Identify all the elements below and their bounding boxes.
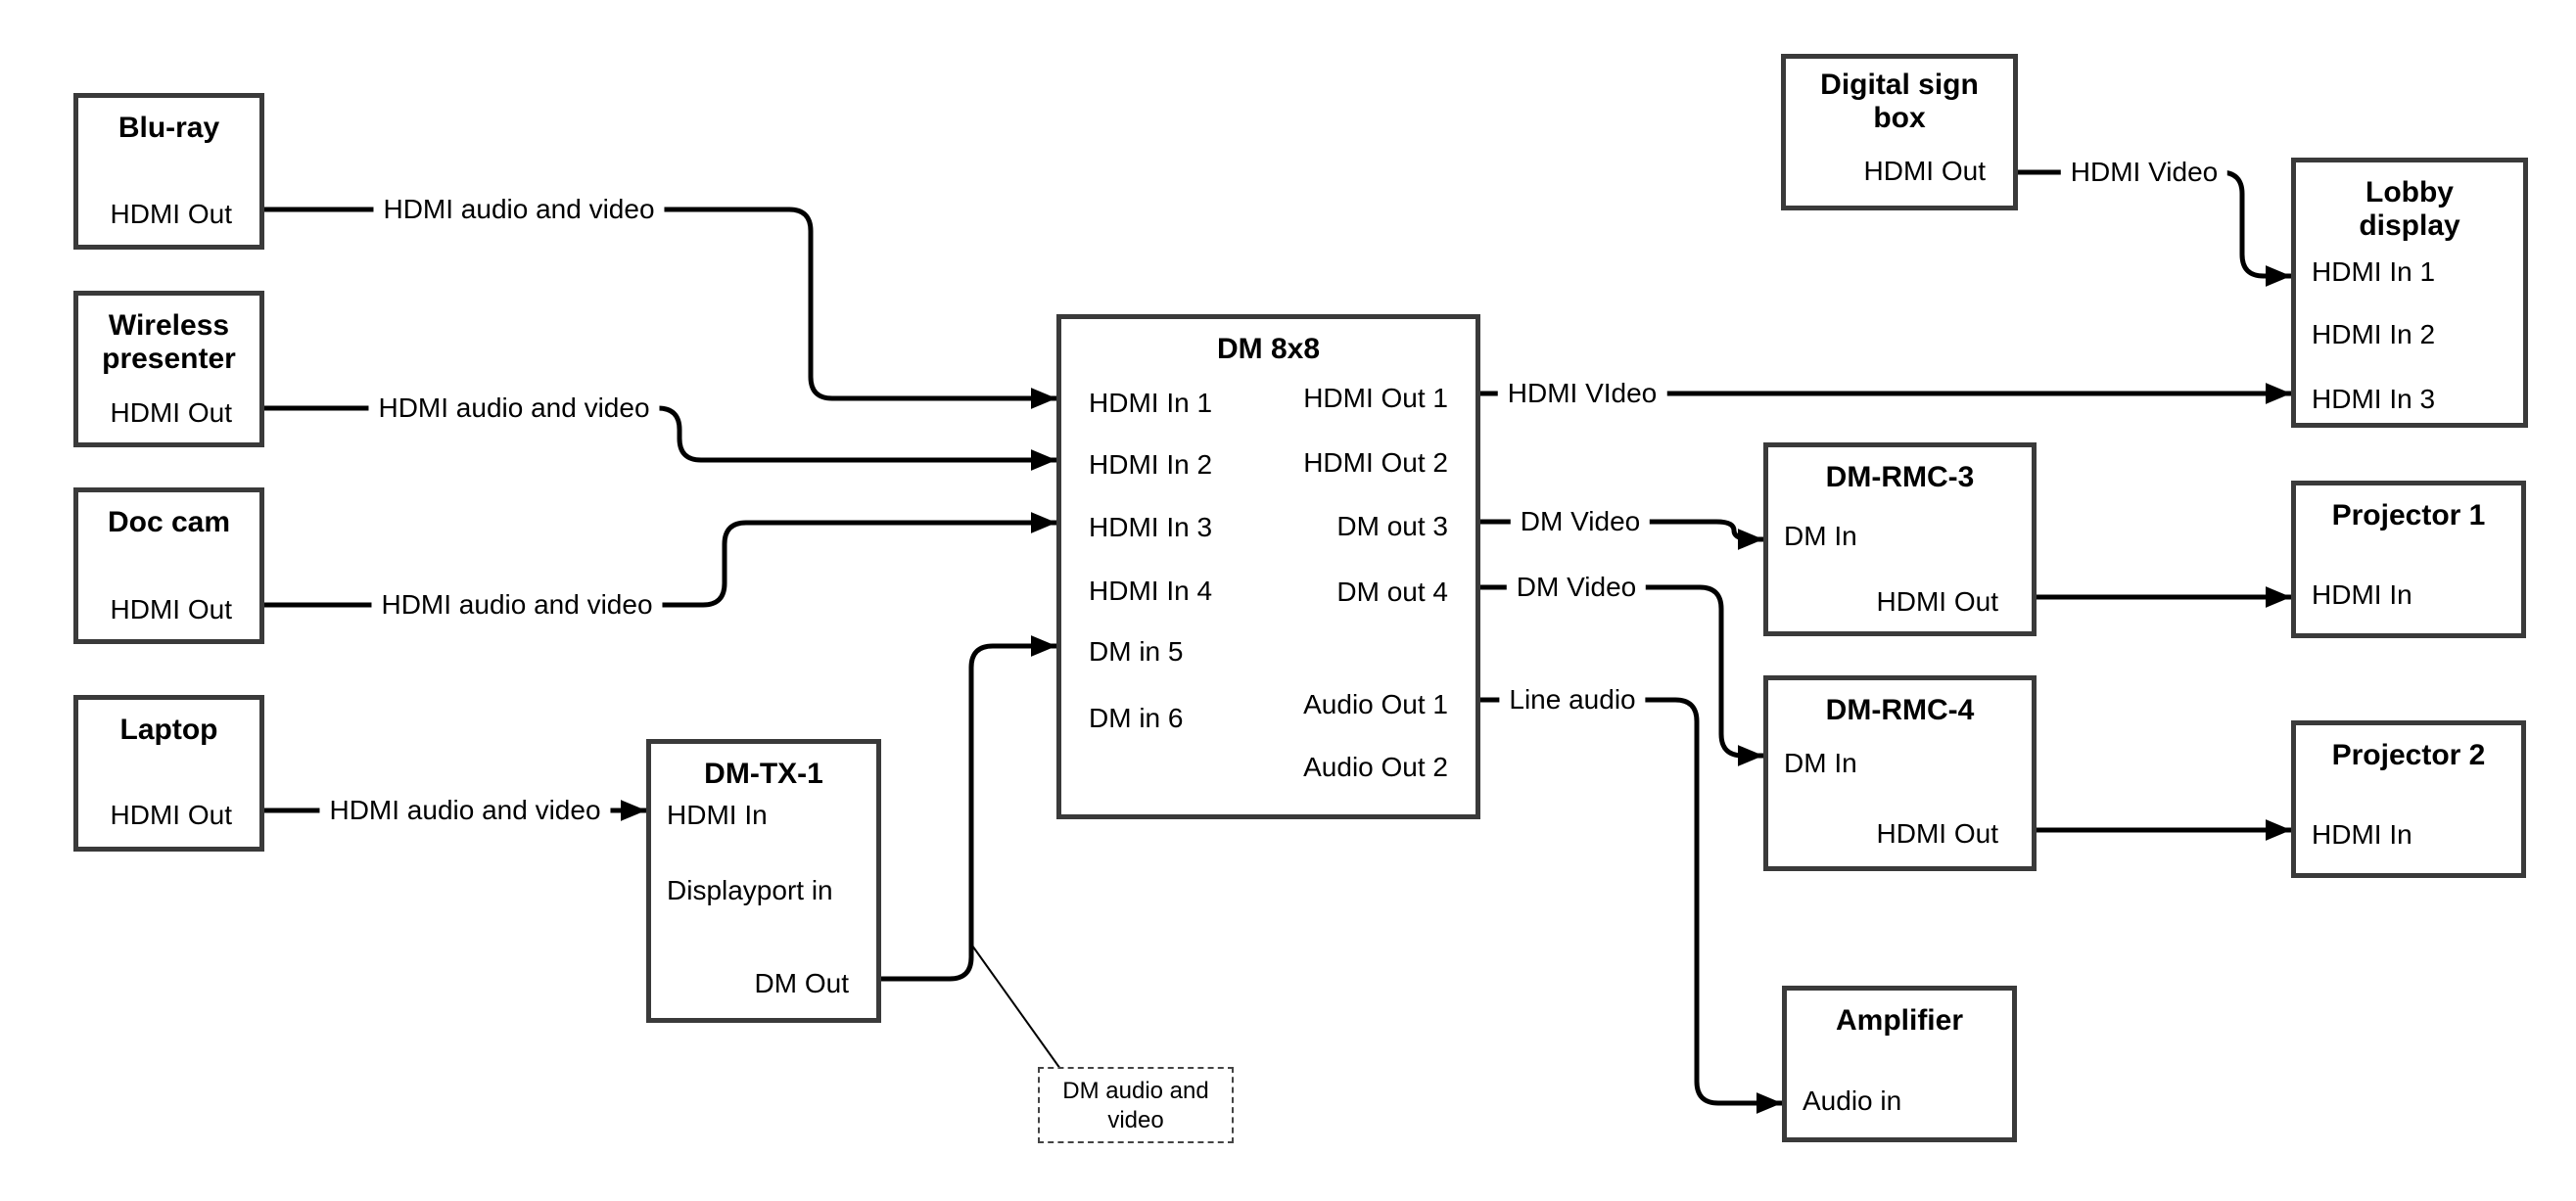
node-digital-sign-box: Digital sign box HDMI Out [1781,54,2018,210]
node-title: Lobby display [2359,176,2460,242]
wire-wireless-to-dm8x8-in2 [264,405,1056,471]
wire-label-hdmi-video-sign: HDMI Video [2060,156,2228,189]
node-projector-2: Projector 2 HDMI In [2291,720,2526,878]
port-displayport-in: Displayport in [667,875,833,905]
port-hdmi-out-1: HDMI Out 1 [1303,383,1448,413]
node-title: DM-RMC-4 [1825,694,1975,726]
port-hdmi-out: HDMI Out [1876,818,1998,849]
wire-dm8x8-out4-to-rmc4 [1480,584,1763,766]
node-dm-8x8: DM 8x8 HDMI In 1 HDMI In 2 HDMI In 3 HDM… [1056,314,1480,819]
port-dm-out-4: DM out 4 [1336,577,1448,607]
port-audio-in: Audio in [1803,1086,1902,1116]
node-title: DM 8x8 [1216,333,1321,365]
node-title: DM-RMC-3 [1825,461,1975,493]
port-hdmi-out: HDMI Out [110,800,232,830]
node-laptop: Laptop HDMI Out [73,695,264,852]
wire-label-dm-video-4: DM Video [1506,571,1647,604]
port-hdmi-in-2: HDMI In 2 [1089,449,1213,480]
node-title: Doc cam [107,506,231,538]
port-hdmi-in-1: HDMI In 1 [2312,256,2436,287]
port-hdmi-in: HDMI In [2312,579,2412,610]
node-title: DM-TX-1 [704,758,823,790]
port-hdmi-in: HDMI In [667,800,768,830]
node-title: Digital sign box [1820,69,1979,134]
wire-label-hdmi-av-1: HDMI audio and video [373,193,665,226]
wire-digitalsign-to-lobby-in1 [2018,169,2291,287]
port-hdmi-out: HDMI Out [110,594,232,624]
port-audio-out-2: Audio Out 2 [1303,752,1448,782]
wire-doccam-to-dm8x8-in3 [264,512,1056,608]
node-dm-rmc-4: DM-RMC-4 DM In HDMI Out [1763,675,2037,871]
port-hdmi-out: HDMI Out [1863,156,1986,186]
port-hdmi-out: HDMI Out [110,199,232,229]
node-doc-cam: Doc cam HDMI Out [73,487,264,644]
port-hdmi-in-3: HDMI In 3 [2312,384,2436,414]
port-audio-out-1: Audio Out 1 [1303,689,1448,719]
wire-label-hdmi-av-3: HDMI audio and video [371,588,663,622]
port-dm-out: DM Out [754,968,849,998]
node-title: Projector 1 [2331,499,2486,531]
port-hdmi-out: HDMI Out [110,397,232,428]
wire-label-hdmi-av-4: HDMI audio and video [319,794,611,827]
wire-dm8x8-audio1-to-amplifier [1480,697,1782,1114]
wire-label-line-audio: Line audio [1499,683,1646,716]
port-dm-out-3: DM out 3 [1336,511,1448,541]
node-title: Wireless presenter [102,309,236,375]
port-hdmi-out-2: HDMI Out 2 [1303,447,1448,478]
port-hdmi-out: HDMI Out [1876,586,1998,617]
port-hdmi-in-3: HDMI In 3 [1089,512,1213,542]
wire-label-hdmi-video-out1: HDMI VIdeo [1497,377,1667,410]
node-wireless-presenter: Wireless presenter HDMI Out [73,291,264,447]
port-hdmi-in-4: HDMI In 4 [1089,576,1213,606]
port-hdmi-in-2: HDMI In 2 [2312,319,2436,349]
port-dm-in: DM In [1784,521,1857,551]
node-title: Laptop [119,714,218,746]
wire-dm8x8-out3-to-rmc3 [1480,519,1763,550]
node-title: Projector 2 [2331,739,2486,771]
node-lobby-display: Lobby display HDMI In 1 HDMI In 2 HDMI I… [2291,158,2528,428]
wire-label-dm-video-3: DM Video [1510,505,1651,538]
wire-bluray-to-dm8x8-in1 [264,207,1056,409]
node-title: Amplifier [1835,1004,1964,1037]
node-projector-1: Projector 1 HDMI In [2291,481,2526,638]
port-hdmi-in-1: HDMI In 1 [1089,388,1213,418]
node-dm-rmc-3: DM-RMC-3 DM In HDMI Out [1763,442,2037,636]
wire-label-hdmi-av-2: HDMI audio and video [368,392,660,425]
wire-dmtx1-to-dm8x8-in5 [881,635,1056,982]
annotation-callout-line [971,945,1061,1070]
node-title: Blu-ray [117,112,220,144]
node-dm-tx-1: DM-TX-1 HDMI In Displayport in DM Out [646,739,881,1023]
node-amplifier: Amplifier Audio in [1782,986,2017,1142]
port-hdmi-in: HDMI In [2312,819,2412,850]
port-dm-in-6: DM in 6 [1089,703,1184,733]
annotation-dm-audio-video: DM audio and video [1038,1067,1234,1143]
port-dm-in-5: DM in 5 [1089,636,1184,667]
node-blu-ray: Blu-ray HDMI Out [73,93,264,250]
port-dm-in: DM In [1784,748,1857,778]
